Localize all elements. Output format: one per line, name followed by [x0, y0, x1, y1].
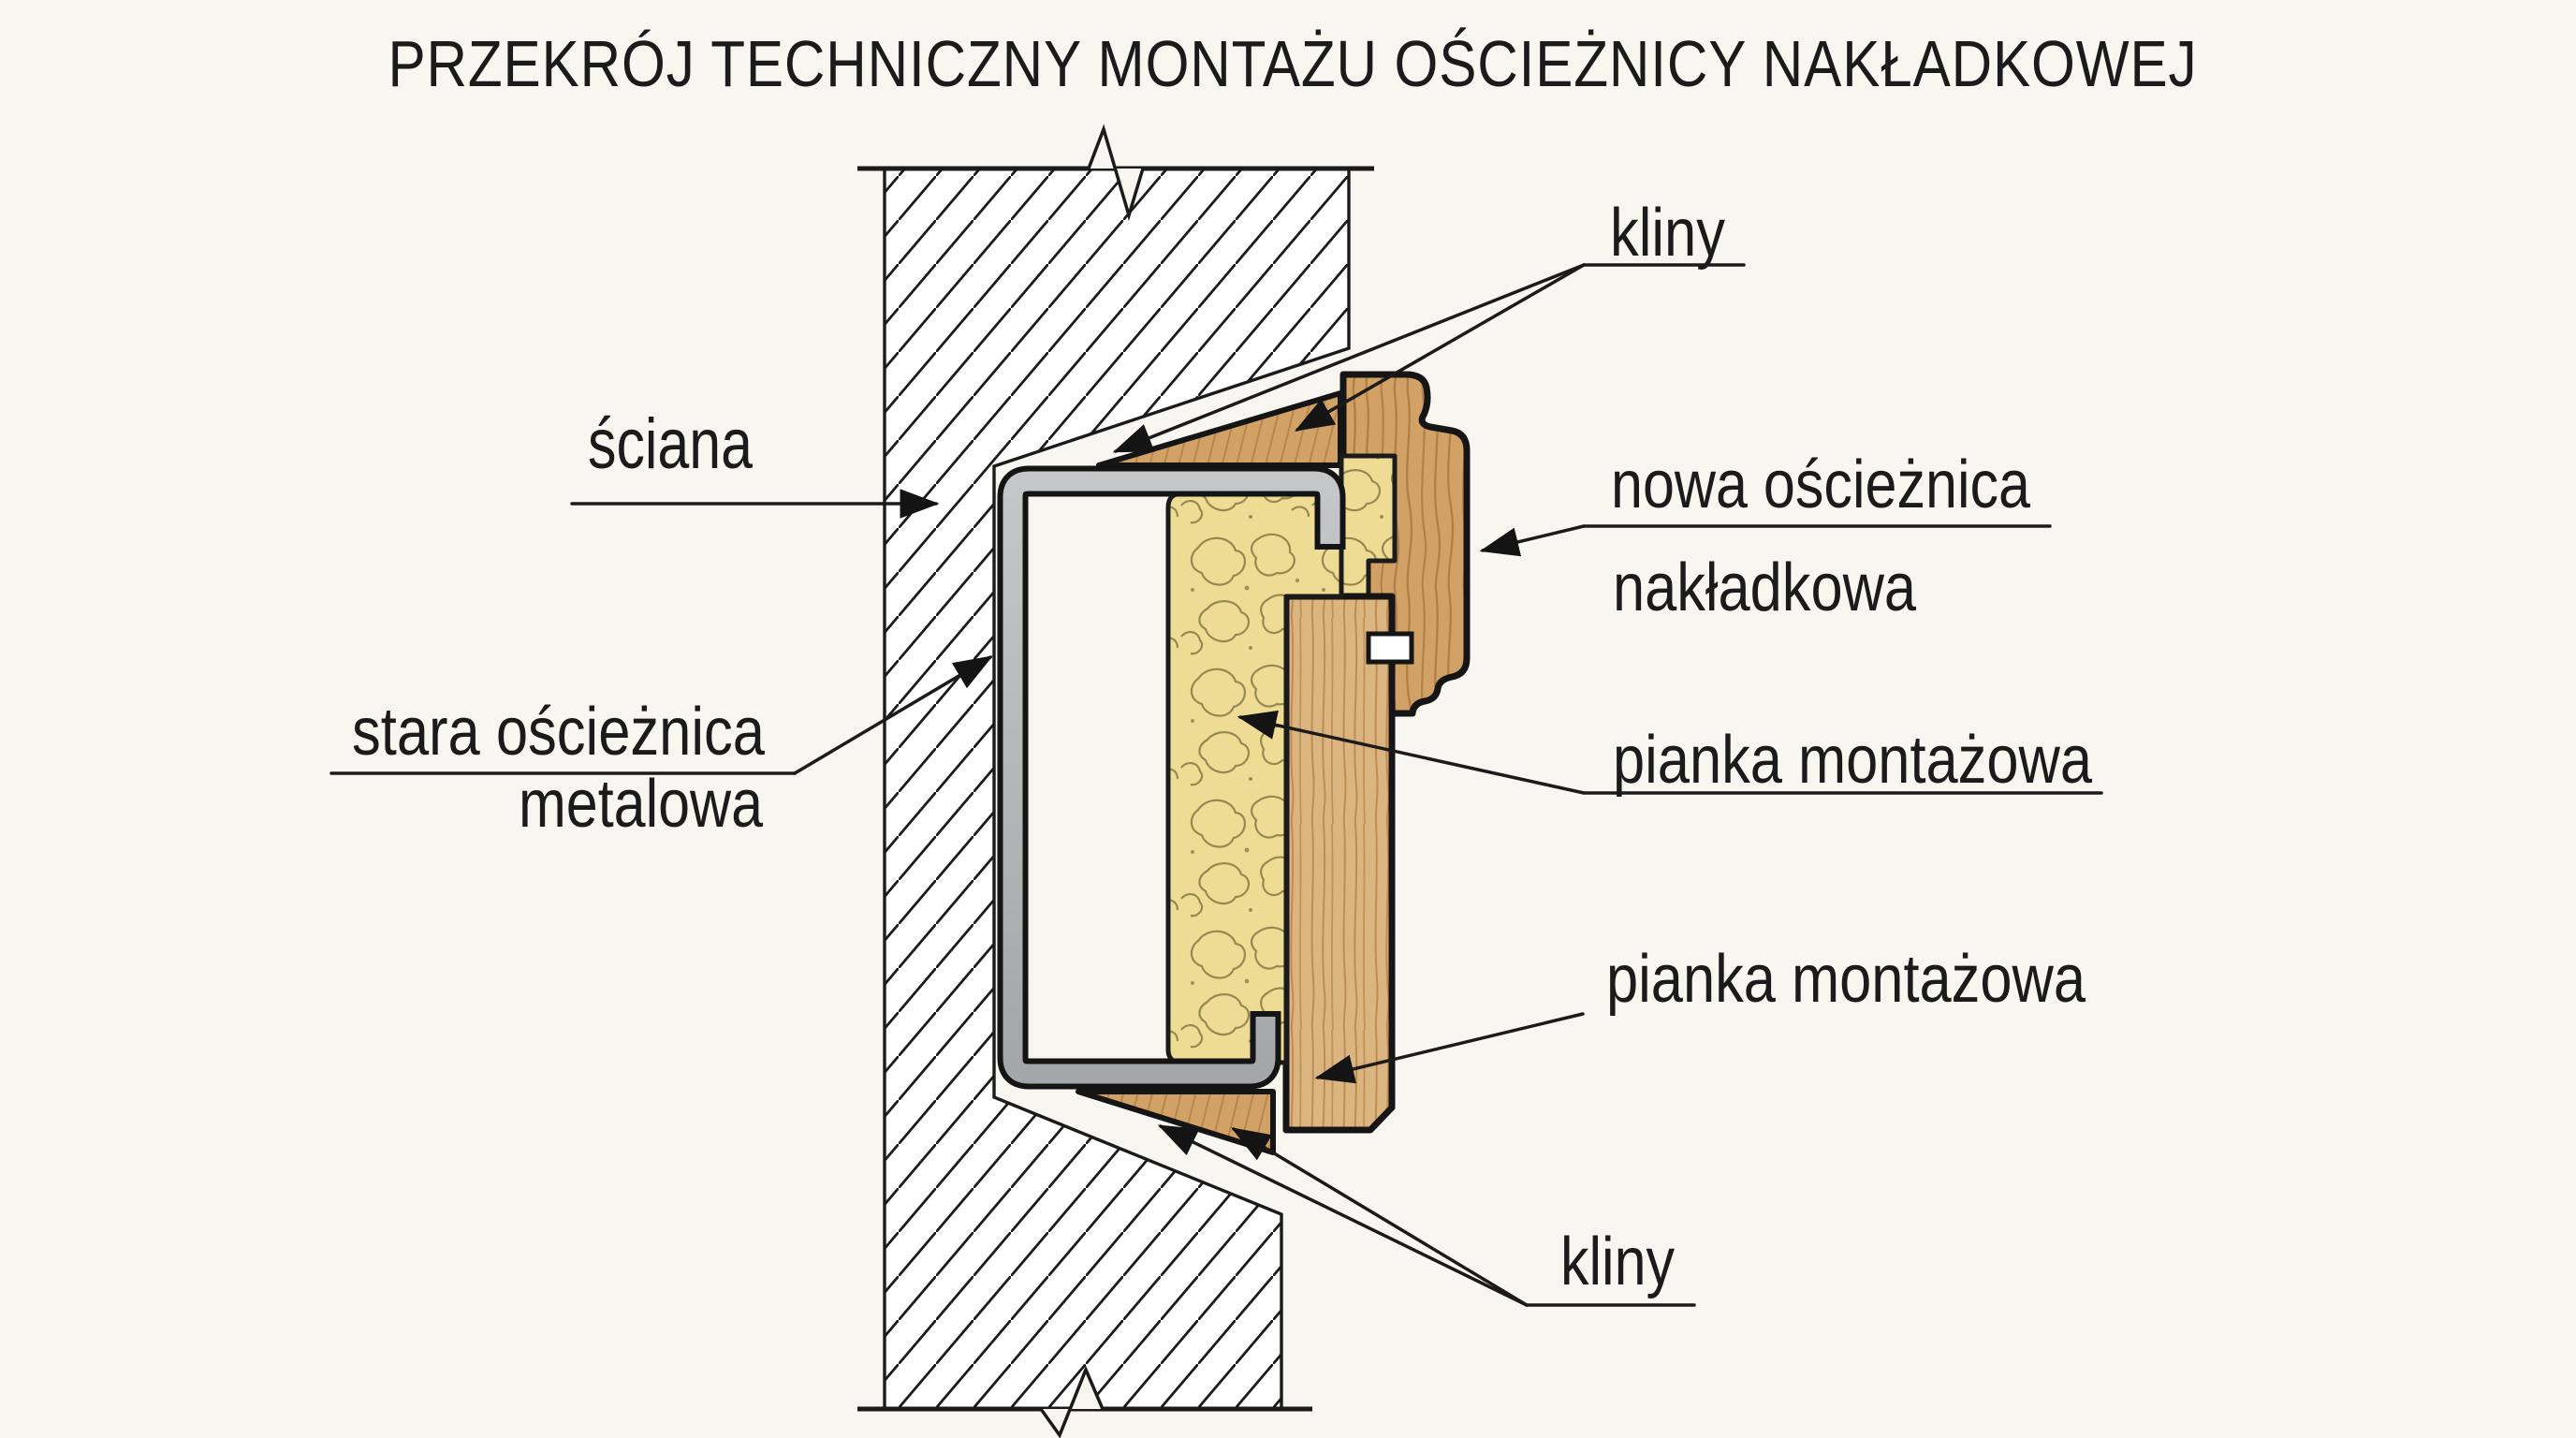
label-old-frame-1: stara ościeżnica — [352, 695, 766, 770]
callouts: ściana kliny nowa ościeżnica nakładkowa … — [329, 196, 2103, 1307]
leader-new-frame — [1479, 524, 1586, 557]
wedge-bottom — [1076, 1089, 1276, 1155]
wall-section — [857, 124, 1374, 1438]
label-new-frame-1: nowa ościeżnica — [1611, 448, 2031, 522]
label-wedges-bottom: kliny — [1560, 1225, 1675, 1299]
seal-groove-notch — [1366, 631, 1414, 665]
leader-old-frame — [793, 655, 994, 775]
leader-foam-upper — [1237, 710, 1586, 795]
label-old-frame-2: metalowa — [519, 767, 764, 842]
old-metal-frame — [997, 465, 1346, 1090]
wall-break-top-icon — [1087, 124, 1145, 222]
label-foam-upper: pianka montażowa — [1613, 723, 2093, 798]
new-frame-board — [1282, 593, 1396, 1134]
leader-wedge-bottom-1 — [1157, 1124, 1529, 1307]
label-new-frame-2: nakładkowa — [1613, 550, 1917, 625]
leader-foam-lower — [1314, 1012, 1585, 1084]
label-wall: ściana — [588, 404, 754, 484]
leader-wedge-top-2 — [1112, 263, 1586, 453]
label-foam-lower: pianka montażowa — [1606, 942, 2086, 1017]
label-wedges-top: kliny — [1610, 196, 1725, 271]
leader-wedge-top-1 — [1294, 263, 1586, 432]
leader-wedge-bottom-2 — [1230, 1127, 1529, 1307]
page-title: PRZEKRÓJ TECHNICZNY MONTAŻU OŚCIEŻNICY N… — [388, 26, 2198, 100]
metal-body — [1003, 471, 1340, 1084]
wall-break-bottom-icon — [1039, 1365, 1105, 1438]
